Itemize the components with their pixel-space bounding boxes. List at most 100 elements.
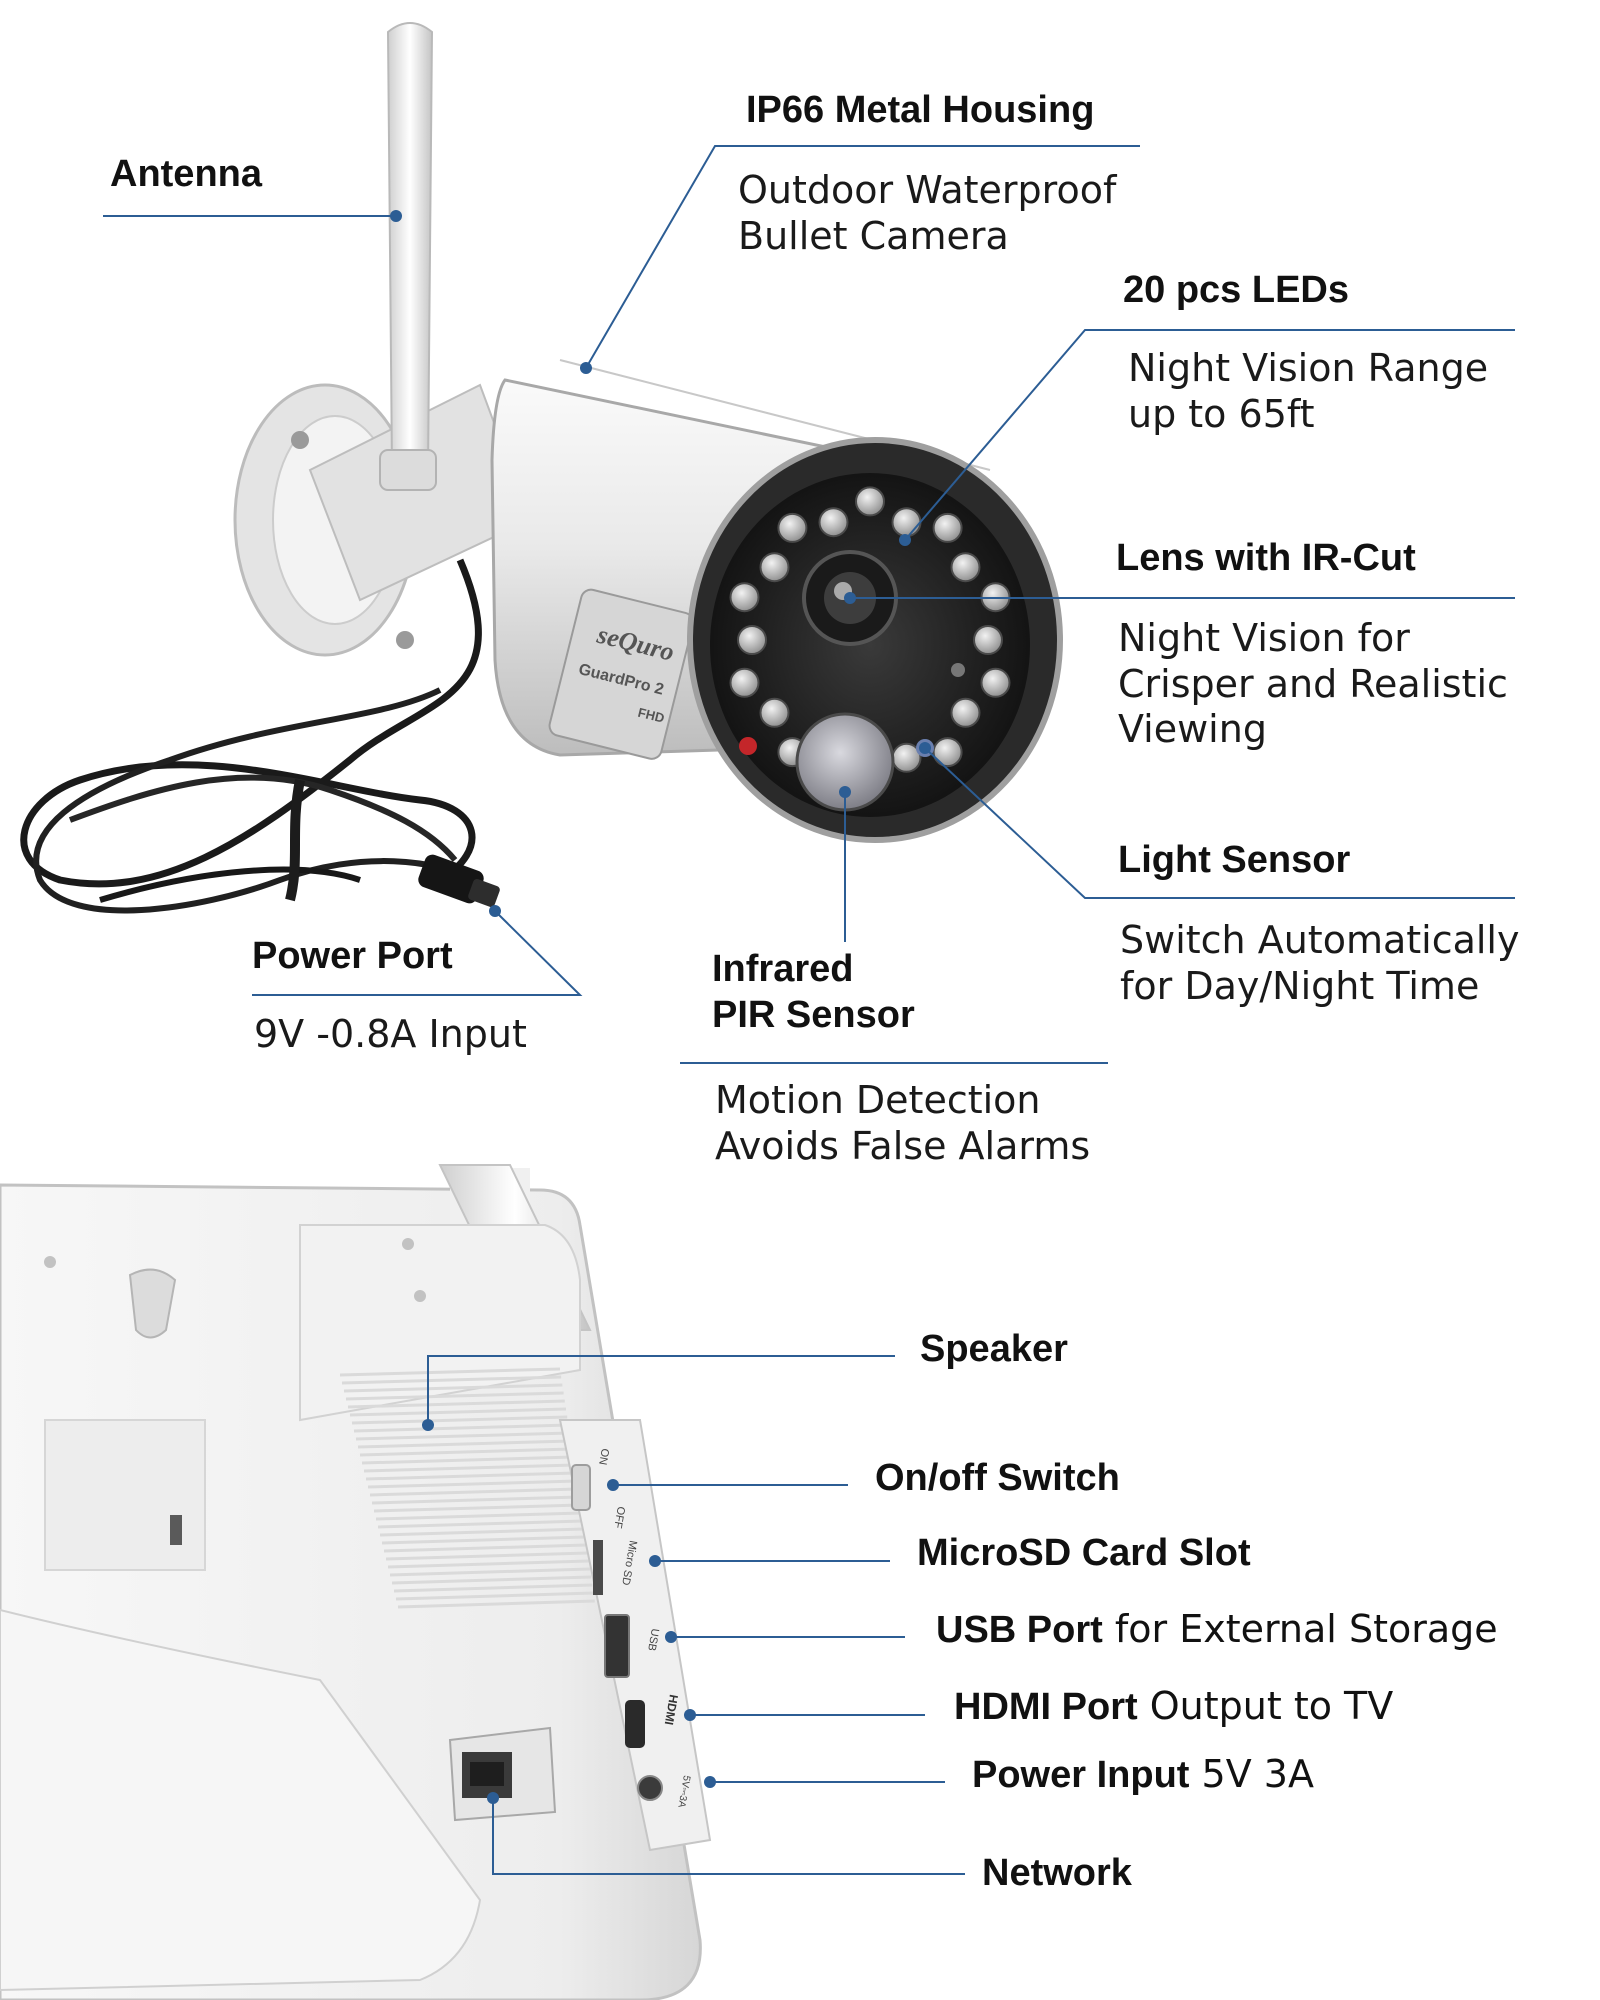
ir-led [932, 512, 963, 543]
speaker-grille-slot [383, 1543, 587, 1553]
ir-led [737, 625, 767, 655]
callout-network: Network [982, 1850, 1132, 1897]
hdmi-port[interactable] [625, 1700, 645, 1748]
callout-light-sensor-line-2: for Day/Night Time [1120, 963, 1480, 1008]
callout-pir-title: Infrared PIR Sensor [712, 947, 915, 1038]
callout-housing-title: IP66 Metal Housing [746, 89, 1095, 131]
callout-power-input-rest: 5V 3A [1189, 1752, 1314, 1796]
speaker-grille-slot [345, 1391, 564, 1401]
speaker-grille-slot [363, 1463, 575, 1473]
callout-lens-title: Lens with IR-Cut [1116, 537, 1416, 579]
speaker-grille-slot [365, 1471, 576, 1481]
speaker-grille-slot [361, 1455, 574, 1465]
callout-lens-line-3: Viewing [1118, 707, 1267, 752]
speaker-grille-slot [359, 1447, 573, 1457]
callout-speaker-title: Speaker [920, 1328, 1068, 1370]
camera-wall-mount [233, 383, 532, 657]
callout-lens-desc: Night Vision for Crisper and Realistic V… [1118, 616, 1508, 753]
speaker-grille-slot [343, 1383, 563, 1393]
speaker-grille-slot [395, 1591, 594, 1601]
speaker-grille-slot [353, 1423, 569, 1433]
usb-port[interactable] [604, 1614, 630, 1678]
callout-leds-desc: Night Vision Range up to 65ft [1128, 346, 1488, 437]
speaker-grille-slot [373, 1503, 581, 1513]
speaker-grille-slot [369, 1487, 579, 1497]
monitor-illustration: ON OFF Micro SD USB HDMI 5V⎓3A [0, 1164, 712, 2000]
ir-led [759, 552, 790, 583]
callout-hdmi-rest: Output to TV [1137, 1684, 1394, 1728]
speaker-grille-slot [367, 1479, 577, 1489]
speaker-grille-slot [381, 1535, 586, 1545]
monitor-port-strip [558, 1419, 712, 1852]
speaker-grille [339, 1367, 595, 1609]
callout-pir-title-line-1: Infrared [712, 948, 854, 990]
hdmi-port-label: HDMI [662, 1693, 681, 1726]
callout-light-sensor-desc: Switch Automatically for Day/Night Time [1120, 918, 1519, 1009]
camera-antenna [379, 22, 437, 491]
callout-housing-line-2: Bullet Camera [738, 213, 1009, 258]
speaker-grille-slot [371, 1495, 580, 1505]
switch-on-label: ON [596, 1447, 611, 1465]
ir-led [973, 625, 1003, 655]
callout-antenna-title: Antenna [110, 153, 262, 195]
ir-led [777, 512, 808, 543]
switch-off-label: OFF [611, 1505, 627, 1529]
speaker-grille-slot [357, 1439, 571, 1449]
callout-leader-lines [103, 145, 1515, 1875]
callout-network-title: Network [982, 1852, 1132, 1894]
callout-pir-line-1: Motion Detection [715, 1078, 1041, 1122]
callout-hdmi: HDMI Port Output to TV [954, 1684, 1393, 1731]
callout-light-sensor-title: Light Sensor [1118, 839, 1351, 881]
ethernet-port[interactable] [448, 1726, 557, 1822]
speaker-grille-slot [351, 1415, 568, 1425]
usb-port-label: USB [645, 1627, 661, 1651]
callout-usb-title: USB Port [936, 1609, 1103, 1651]
ir-led [950, 552, 981, 583]
speaker-grille-slot [389, 1567, 591, 1577]
speaker-grille-slot [339, 1367, 561, 1377]
callout-usb: USB Port for External Storage [936, 1607, 1498, 1654]
speaker-grille-slot [379, 1527, 585, 1537]
monitor-stand [0, 1608, 482, 1992]
speaker-grille-slot [385, 1551, 588, 1561]
camera-brand-plate: seQuro GuardPro 2 FHD [548, 588, 695, 760]
speaker-grille-slot [391, 1575, 592, 1585]
callout-usb-rest: for External Storage [1102, 1607, 1498, 1651]
callout-power-port-desc: 9V -0.8A Input [254, 1012, 527, 1058]
callout-housing-line-1: Outdoor Waterproof [738, 168, 1117, 212]
callout-pir-line-2: Avoids False Alarms [715, 1123, 1091, 1168]
callout-pir-desc: Motion Detection Avoids False Alarms [715, 1078, 1090, 1169]
camera-power-cable [20, 558, 500, 914]
callout-switch: On/off Switch [875, 1455, 1120, 1502]
ir-led [759, 697, 790, 728]
callout-leds-line-2: up to 65ft [1128, 391, 1315, 436]
power-input-port[interactable] [637, 1775, 663, 1801]
speaker-grille-slot [341, 1375, 562, 1385]
power-switch[interactable] [571, 1464, 591, 1511]
callout-power-port-line-1: 9V -0.8A Input [254, 1012, 527, 1056]
speaker-grille-slot [377, 1519, 583, 1529]
speaker-grille-slot [347, 1399, 565, 1409]
ir-led [950, 697, 981, 728]
callout-power-port-title: Power Port [252, 935, 453, 977]
camera-model-badge: FHD [636, 705, 666, 726]
ir-led [855, 486, 885, 517]
callout-light-sensor-line-1: Switch Automatically [1120, 918, 1520, 962]
camera-front-face [687, 437, 1063, 843]
speaker-grille-slot [375, 1511, 582, 1521]
callout-speaker: Speaker [920, 1326, 1068, 1373]
speaker-grille-slot [349, 1407, 567, 1417]
ir-led [729, 582, 760, 613]
callout-leds-title: 20 pcs LEDs [1123, 269, 1349, 311]
microsd-slot[interactable] [593, 1540, 603, 1595]
ir-led [980, 667, 1011, 698]
callout-pir-title-line-2: PIR Sensor [712, 993, 915, 1036]
speaker-grille-slot [397, 1599, 595, 1609]
ir-led [729, 667, 760, 698]
callout-leds-line-1: Night Vision Range [1128, 346, 1489, 390]
callout-lens-line-2: Crisper and Realistic [1118, 661, 1508, 706]
speaker-grille-slot [387, 1559, 589, 1569]
callout-lens-line-1: Night Vision for [1118, 616, 1410, 660]
